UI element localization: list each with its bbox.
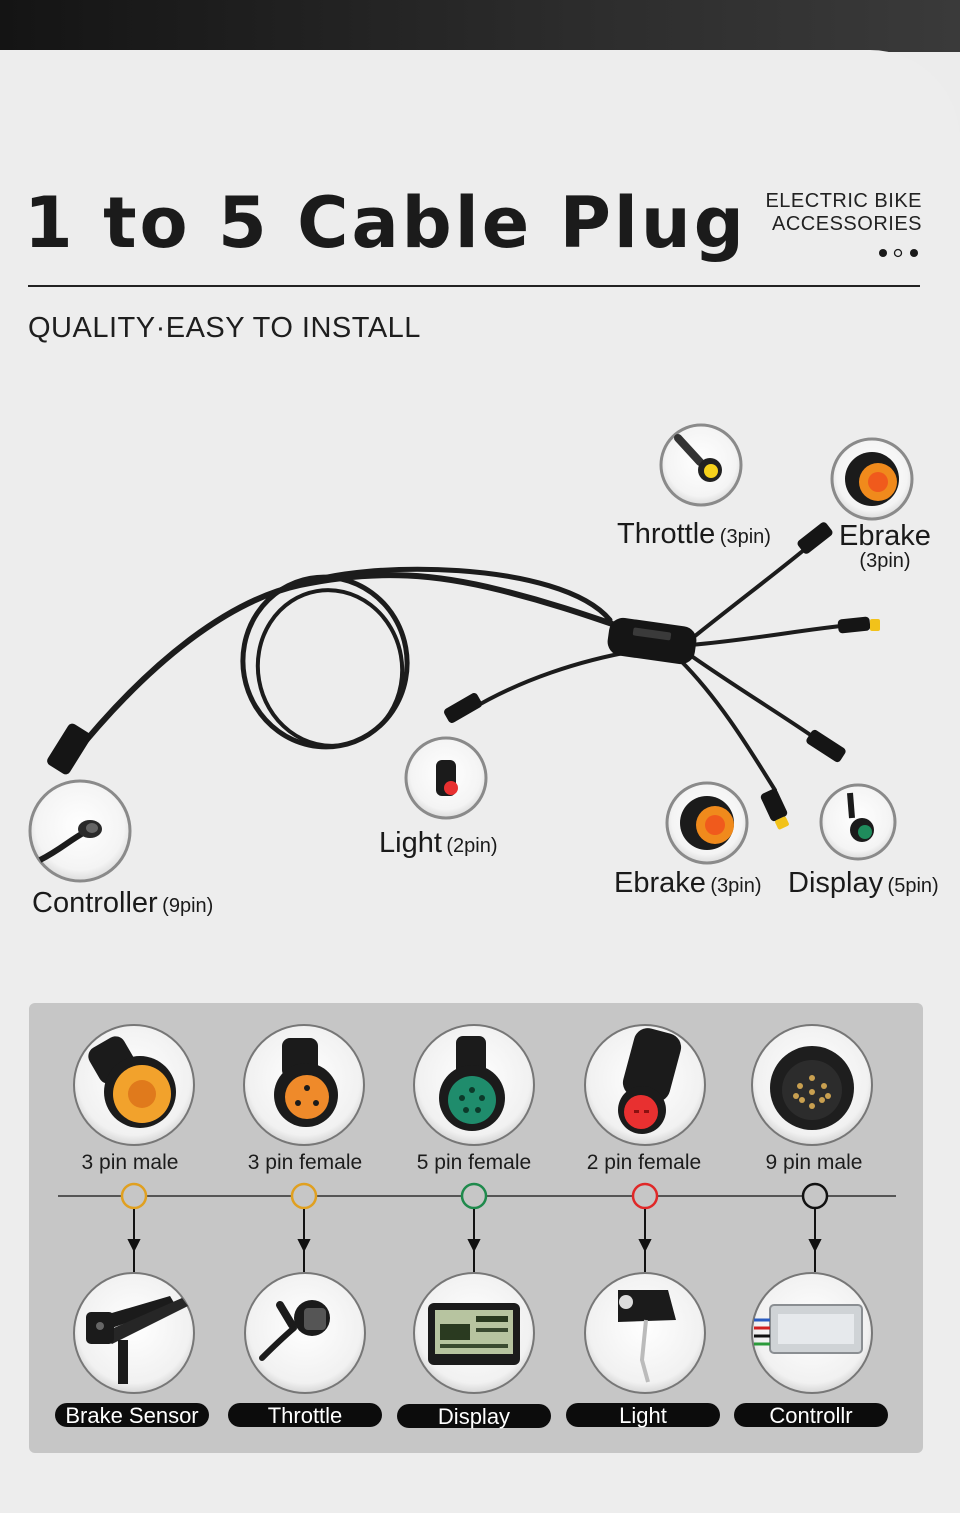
thumb-throttle-icon bbox=[244, 1272, 366, 1394]
brand-tagline: ELECTRIC BIKE ACCESSORIES bbox=[765, 190, 922, 236]
controller-label: Controller (9pin) bbox=[32, 887, 214, 919]
connector-name-5: 9 pin male bbox=[765, 1151, 863, 1174]
light-label: Light (2pin) bbox=[379, 827, 498, 859]
throttle-label: Throttle (3pin) bbox=[617, 518, 771, 550]
device-pill-light: Light bbox=[566, 1403, 720, 1428]
decorative-dots-icon bbox=[879, 248, 918, 258]
plug-2pin-female-icon bbox=[584, 1024, 706, 1146]
device-pill-throttle: Throttle bbox=[228, 1403, 382, 1428]
controller-plug-icon bbox=[28, 779, 132, 883]
brand-line-1: ELECTRIC BIKE bbox=[765, 190, 922, 212]
ebrake-bottom-plug-icon bbox=[665, 781, 749, 865]
ebrake-plug-icon bbox=[830, 437, 914, 521]
plug-5pin-female-icon bbox=[413, 1024, 535, 1146]
bike-light-icon bbox=[584, 1272, 706, 1394]
ebrake-bottom-label: Ebrake (3pin) bbox=[614, 867, 762, 899]
throttle-plug-icon bbox=[659, 423, 743, 507]
page-title: 1 to 5 Cable Plug bbox=[24, 182, 747, 264]
plug-3pin-male-icon bbox=[73, 1024, 195, 1146]
controller-box-icon bbox=[751, 1272, 873, 1394]
display-plug-icon bbox=[819, 783, 897, 861]
device-pill-controller: Controllr bbox=[734, 1403, 888, 1428]
plug-9pin-male-icon bbox=[751, 1024, 873, 1146]
connector-name-3: 5 pin female bbox=[416, 1151, 532, 1174]
brake-lever-icon bbox=[73, 1272, 195, 1394]
top-dark-band bbox=[0, 0, 960, 52]
light-plug-icon bbox=[404, 736, 488, 820]
lcd-display-icon bbox=[413, 1272, 535, 1394]
device-pill-brake-sensor: Brake Sensor bbox=[55, 1403, 209, 1428]
ebrake-top-label: Ebrake (3pin) bbox=[839, 520, 931, 572]
connector-name-1: 3 pin male bbox=[81, 1151, 179, 1174]
device-pill-display: Display bbox=[397, 1404, 551, 1429]
display-label: Display (5pin) bbox=[788, 867, 939, 899]
connector-name-2: 3 pin female bbox=[247, 1151, 363, 1174]
title-divider bbox=[28, 285, 920, 287]
plug-3pin-female-icon bbox=[243, 1024, 365, 1146]
connector-map-graphics bbox=[58, 1024, 896, 1394]
brand-line-2: ACCESSORIES bbox=[772, 213, 922, 235]
page-subtitle: QUALITY·EASY TO INSTALL bbox=[28, 312, 421, 344]
cable-diagram bbox=[28, 423, 914, 883]
connector-name-4: 2 pin female bbox=[586, 1151, 702, 1174]
